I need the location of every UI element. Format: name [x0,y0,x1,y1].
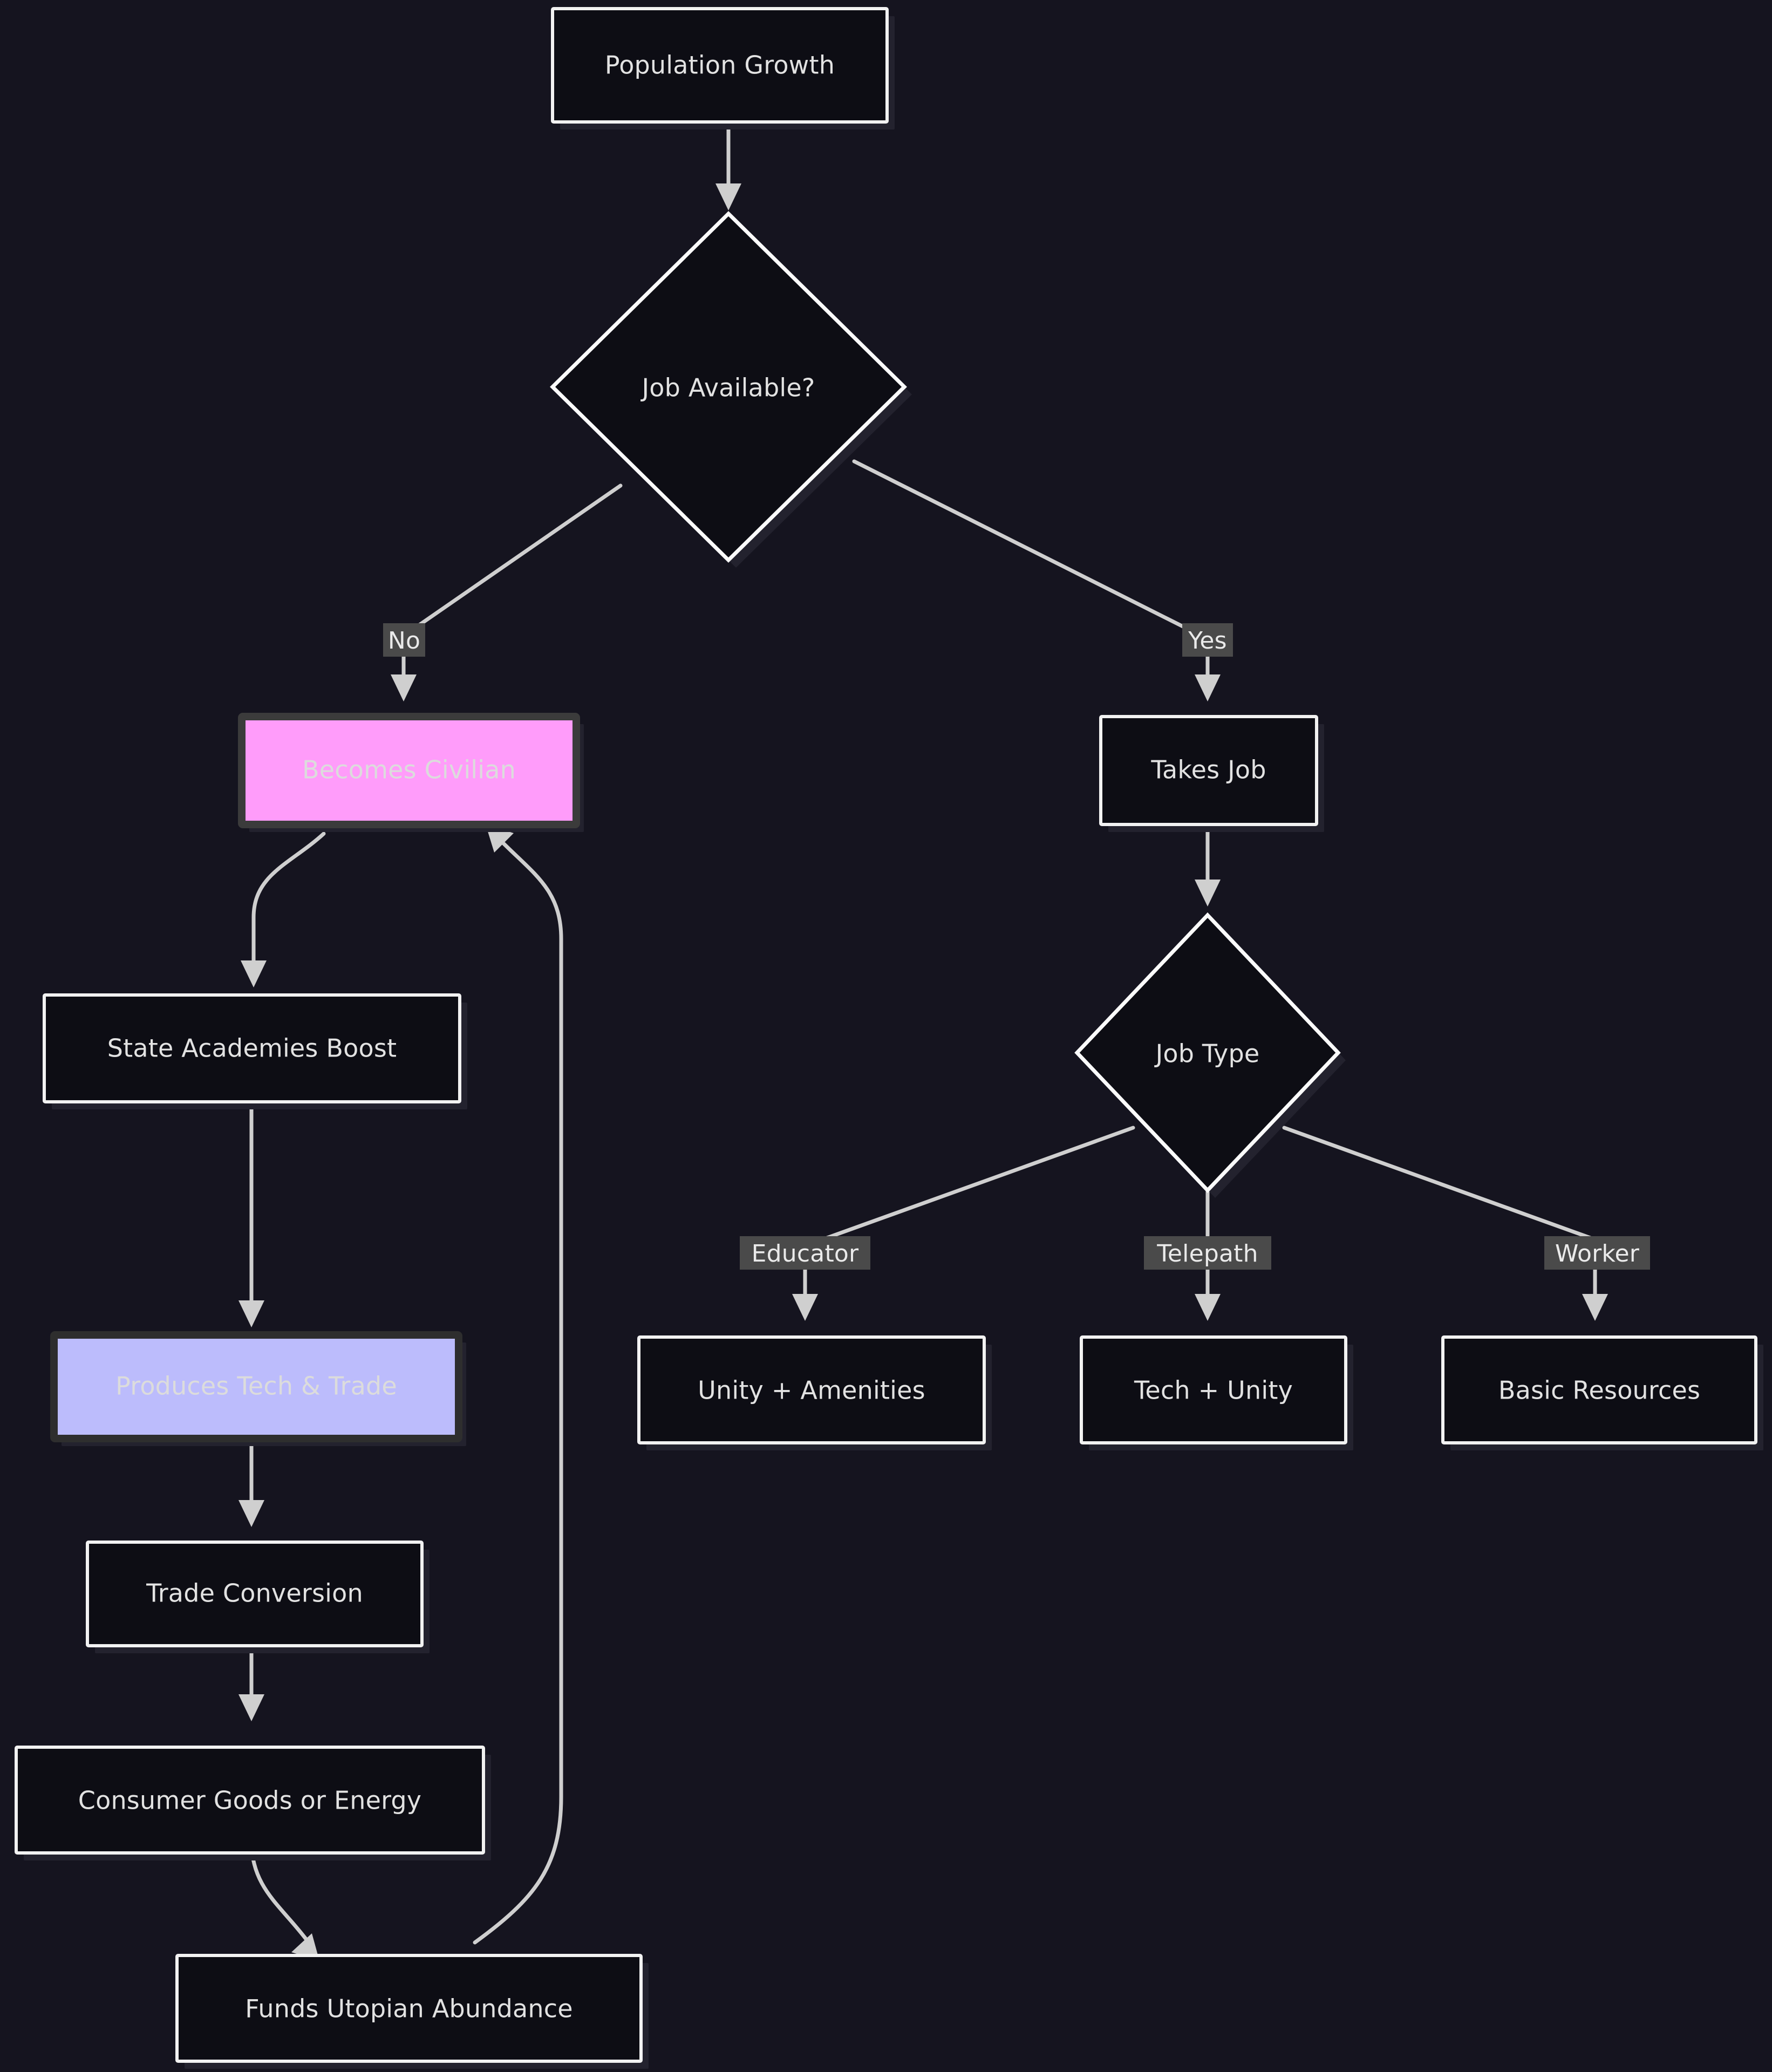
node-produces-tech-trade[interactable]: Produces Tech & Trade [50,1331,466,1446]
edge-population-growth-to-job-available [715,125,741,210]
node-job-available[interactable]: Job Available? [550,211,912,568]
node-funds-utopian-abundance[interactable]: Funds Utopian Abundance [175,1954,649,2069]
node-label-state-academies-boost: State Academies Boost [107,1034,397,1063]
node-label-population-growth: Population Growth [605,51,835,80]
edge-produces-tech-trade-to-trade-conversion [238,1434,264,1527]
node-label-trade-conversion: Trade Conversion [146,1579,363,1608]
edge-state-academies-boost-to-produces-tech-trade [238,1100,264,1327]
edge-becomes-civilian-to-state-academies-boost [241,831,326,987]
edge-label-text-no: No [388,627,420,655]
node-label-unity-amenities: Unity + Amenities [698,1376,925,1405]
edge-job-available-to-becomes-civilian [391,483,623,701]
edge-label-text-educator: Educator [752,1240,859,1267]
node-consumer-goods-or-energy[interactable]: Consumer Goods or Energy [15,1746,491,1860]
edge-label-text-yes: Yes [1188,627,1227,655]
edge-job-type-to-basic-resources [1282,1126,1608,1321]
edge-job-available-to-takes-job [852,459,1221,701]
edge-label-worker: Worker [1544,1236,1650,1270]
edge-job-type-to-unity-amenities [792,1126,1135,1321]
node-becomes-civilian[interactable]: Becomes Civilian [238,713,584,832]
edge-label-yes: Yes [1182,623,1233,657]
node-label-becomes-civilian: Becomes Civilian [302,755,516,785]
node-label-produces-tech-trade: Produces Tech & Trade [115,1372,397,1401]
node-label-funds-utopian-abundance: Funds Utopian Abundance [245,1994,573,2023]
node-label-job-available: Job Available? [640,373,815,403]
node-tech-unity[interactable]: Tech + Unity [1080,1335,1353,1450]
node-unity-amenities[interactable]: Unity + Amenities [637,1335,992,1450]
node-trade-conversion[interactable]: Trade Conversion [86,1541,430,1653]
node-job-type[interactable]: Job Type [1074,912,1346,1198]
node-basic-resources[interactable]: Basic Resources [1441,1335,1763,1450]
node-label-basic-resources: Basic Resources [1498,1376,1700,1405]
edge-label-text-telepath: Telepath [1156,1240,1258,1267]
node-population-growth[interactable]: Population Growth [551,7,895,130]
node-state-academies-boost[interactable]: State Academies Boost [43,993,467,1109]
node-takes-job[interactable]: Takes Job [1099,715,1324,832]
edge-label-no: No [383,623,425,657]
node-label-consumer-goods-or-energy: Consumer Goods or Energy [78,1786,421,1815]
node-label-job-type: Job Type [1154,1039,1260,1068]
edge-label-telepath: Telepath [1144,1236,1271,1270]
edge-label-text-worker: Worker [1555,1240,1640,1267]
node-label-tech-unity: Tech + Unity [1134,1376,1293,1405]
edge-label-educator: Educator [740,1236,870,1270]
node-label-takes-job: Takes Job [1150,755,1266,785]
